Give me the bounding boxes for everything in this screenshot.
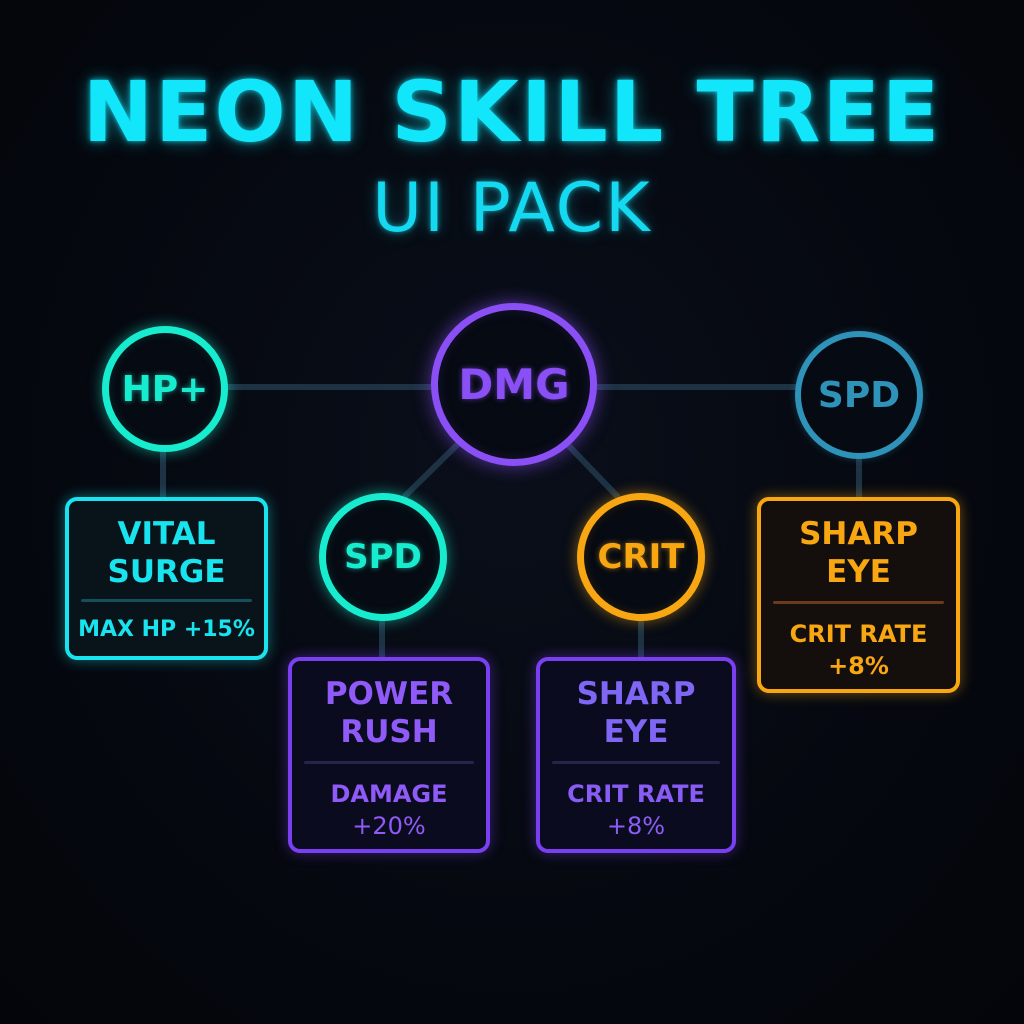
- skill-card-sharp-eye-orange[interactable]: SHARP EYE CRIT RATE +8%: [757, 497, 960, 693]
- skill-card-vital-surge[interactable]: VITAL SURGE MAX HP +15%: [65, 497, 268, 660]
- skill-node-label: DMG: [458, 360, 570, 409]
- skill-node-label: SPD: [817, 374, 901, 416]
- skill-card-effect: MAX HP +15%: [78, 617, 255, 642]
- skill-node-crit[interactable]: CRIT: [577, 493, 705, 621]
- skill-card-name: SHARP EYE: [576, 676, 696, 750]
- link-dmg-crit: [564, 441, 620, 499]
- link-dmg-spd-mid: [402, 441, 461, 499]
- skill-card-name: SHARP EYE: [799, 516, 918, 590]
- skill-node-spd-right[interactable]: SPD: [795, 331, 923, 459]
- skill-card-sharp-eye-purple[interactable]: SHARP EYE CRIT RATE +8%: [536, 657, 736, 853]
- skill-node-dmg[interactable]: DMG: [431, 303, 597, 466]
- card-divider: [81, 599, 252, 602]
- skill-card-name: POWER RUSH: [324, 676, 454, 750]
- skill-node-hp[interactable]: HP+: [102, 326, 228, 452]
- card-divider: [304, 761, 474, 764]
- page-title: NEON SKILL TREE: [82, 63, 942, 161]
- card-divider: [773, 601, 944, 604]
- skill-node-label: CRIT: [597, 537, 685, 577]
- card-divider: [552, 761, 720, 764]
- skill-node-label: SPD: [344, 537, 422, 577]
- skill-card-effect: CRIT RATE +8%: [789, 620, 928, 680]
- page-subtitle: UI PACK: [372, 169, 652, 248]
- skill-card-effect: CRIT RATE +8%: [567, 780, 705, 840]
- skill-card-name: VITAL SURGE: [107, 516, 226, 590]
- skill-card-power-rush[interactable]: POWER RUSH DAMAGE +20%: [288, 657, 490, 853]
- skill-card-effect: DAMAGE +20%: [330, 780, 448, 840]
- skill-node-spd-mid[interactable]: SPD: [319, 493, 447, 621]
- skill-node-label: HP+: [121, 368, 209, 410]
